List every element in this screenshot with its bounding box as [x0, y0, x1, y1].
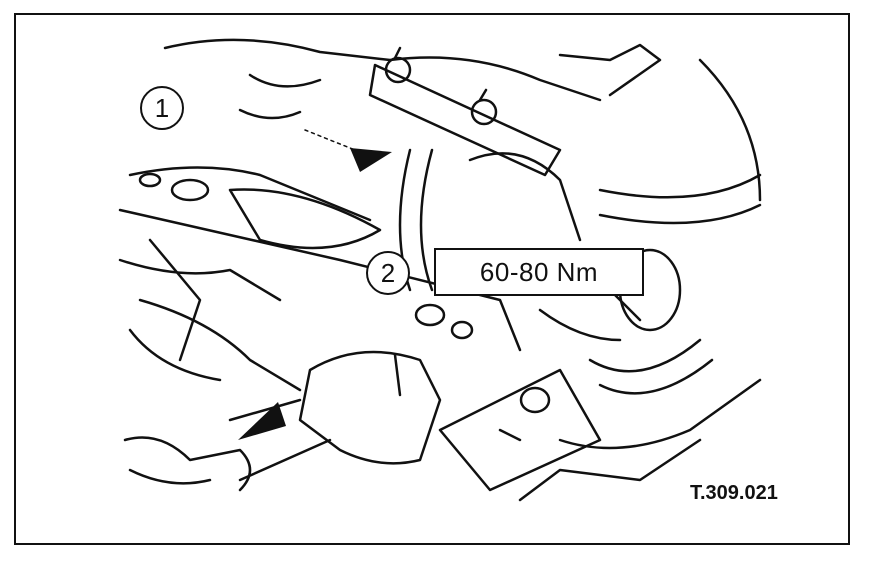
pointer-arrow-2 [238, 402, 286, 440]
bracket-arm [368, 63, 562, 177]
right-edge-contour [698, 58, 762, 202]
bolt-head [470, 98, 498, 126]
callout-2: 2 [366, 251, 410, 295]
pointer-arrow-1 [350, 148, 392, 172]
upper-contour [163, 38, 602, 102]
callout-1: 1 [140, 86, 184, 130]
leader-line [304, 129, 356, 151]
lower-housing [298, 350, 442, 465]
hose-lower [588, 338, 702, 373]
block-outline [118, 208, 522, 352]
hose-right [598, 173, 762, 199]
figure-reference: T.309.021 [690, 482, 778, 504]
torque-spec-label: 60-80 Nm [434, 248, 644, 296]
bolt-head [384, 56, 412, 84]
upper-right-contour [558, 43, 662, 97]
